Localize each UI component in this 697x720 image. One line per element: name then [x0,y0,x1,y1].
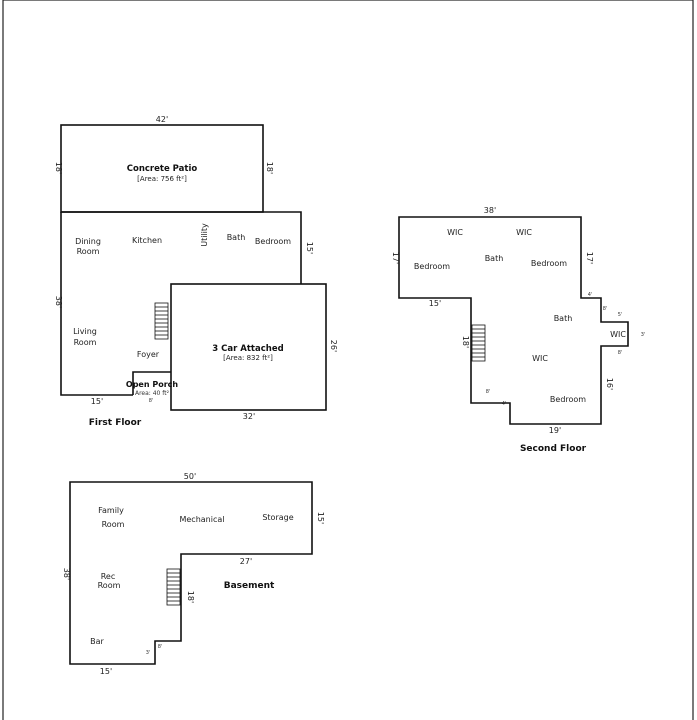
dim-b-mid: 27' [240,557,252,566]
patio-area: [Area: 756 ft²] [137,175,187,183]
porch-outline [132,371,171,395]
room-dining-line1: Dining [75,237,101,246]
room-family-line2: Room [102,520,125,529]
porch-name: Open Porch [126,380,178,389]
room-sf-bedroom2: Bedroom [531,259,567,268]
basement-outline [69,481,313,665]
dim-sf-top: 38' [484,206,496,215]
dim-sf-small3: 5' [618,312,623,318]
basement-plan: 50' 15' 27' 18' 38' 15' 8' 3' Family Roo… [62,472,325,676]
room-ff-bath: Bath [227,233,246,242]
dim-ff-bottom-left: 15' [91,397,103,406]
dim-b-top: 50' [184,472,196,481]
dim-b-bottom: 15' [100,667,112,676]
room-dining-line2: Room [77,247,100,256]
second-floor-plan: 38' 17' 17' 15' 18' 16' 19' 4' 8' 5' 8' … [391,206,645,454]
first-floor-title: First Floor [89,418,142,428]
room-sf-wic2: WIC [516,228,532,237]
dim-b-small2: 3' [146,650,151,656]
dim-ff-top: 42' [156,115,168,124]
dim-sf-right-lower: 16' [605,378,614,390]
dim-ff-porch-small: 8' [149,398,154,404]
dim-ff-patio-left: 18' [54,162,63,174]
room-sf-bedroom1: Bedroom [414,262,450,271]
house-outline [60,211,302,396]
patio-name: Concrete Patio [127,164,198,174]
dim-sf-left: 17' [391,252,400,264]
second-floor-stairs [471,324,486,362]
room-rec-line2: Room [98,581,121,590]
dim-b-left: 38' [62,568,71,580]
room-sf-wic1: WIC [447,228,463,237]
room-utility: Utility [200,223,209,247]
dim-sf-right: 17' [585,252,594,264]
first-floor-plan: 42' 18' 18' 38' 15' 26' 32' 15' 8' Concr… [54,115,338,428]
garage-area: [Area: 832 ft²] [223,354,273,362]
dim-sf-small5: 8' [486,389,491,395]
room-kitchen: Kitchen [132,236,162,245]
room-living-line2: Room [74,338,97,347]
dim-sf-small7: 3' [641,332,646,338]
room-ff-bedroom: Bedroom [255,237,291,246]
room-mechanical: Mechanical [179,515,224,524]
second-floor-outline [398,216,629,425]
basement-stairs [166,568,181,606]
dim-ff-left: 38' [54,296,63,308]
room-storage: Storage [262,513,293,522]
second-floor-title: Second Floor [520,444,587,454]
garage-name: 3 Car Attached [212,344,283,354]
room-foyer: Foyer [137,350,160,359]
dim-ff-garage-bottom: 32' [243,412,255,421]
dim-sf-small2: 8' [603,306,608,312]
room-living-line1: Living [73,327,97,336]
dim-b-right: 15' [316,512,325,524]
porch-area: Area: 40 ft² [135,390,170,397]
dim-sf-bottom: 19' [549,426,561,435]
room-sf-wic3: WIC [610,330,626,339]
dim-sf-small4: 8' [618,350,623,356]
dim-sf-small1: 4' [588,292,593,298]
room-sf-bedroom3: Bedroom [550,395,586,404]
dim-sf-stair: 18' [461,336,470,348]
dim-b-small1: 8' [158,644,163,650]
room-sf-wic4: WIC [532,354,548,363]
dim-sf-mid: 15' [429,299,441,308]
dim-ff-patio-right: 18' [265,162,274,174]
dim-b-stair: 18' [186,591,195,603]
room-bar: Bar [90,637,104,646]
room-rec-line1: Rec [101,572,116,581]
dim-ff-right-upper: 15' [305,242,314,254]
basement-title: Basement [224,581,275,591]
room-sf-bath1: Bath [485,254,504,263]
dim-sf-small6: 4' [502,401,507,407]
room-family-line1: Family [98,506,124,515]
room-sf-bath2: Bath [554,314,573,323]
garage-outline [170,283,327,411]
dim-ff-garage-right: 26' [329,340,338,352]
first-floor-stairs [154,302,169,340]
